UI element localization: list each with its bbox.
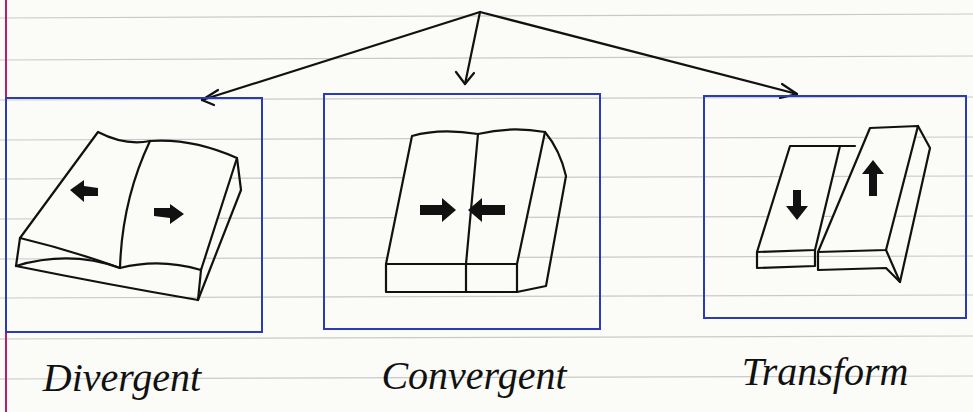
box-outline xyxy=(323,93,601,330)
boundary-type-label: Divergent xyxy=(43,356,201,400)
ruled-lines xyxy=(0,14,973,379)
plate-boundary-box: Transform xyxy=(703,95,967,394)
transform-block xyxy=(757,126,930,282)
convergent-block xyxy=(386,129,566,292)
label-row: Divergent xyxy=(5,356,263,400)
boundary-type-label: Transform xyxy=(742,350,909,394)
label-row: Transform xyxy=(703,350,967,394)
box-outline xyxy=(5,97,263,333)
boundary-type-label: Convergent xyxy=(381,354,566,398)
motion-arrows xyxy=(70,160,884,224)
plate-boundary-box: Convergent xyxy=(323,93,601,398)
box-outline xyxy=(703,95,967,319)
label-row: Convergent xyxy=(323,354,601,398)
plate-boundary-box: Divergent xyxy=(5,97,263,400)
branch-arrows xyxy=(202,12,797,105)
divergent-block xyxy=(16,132,241,300)
